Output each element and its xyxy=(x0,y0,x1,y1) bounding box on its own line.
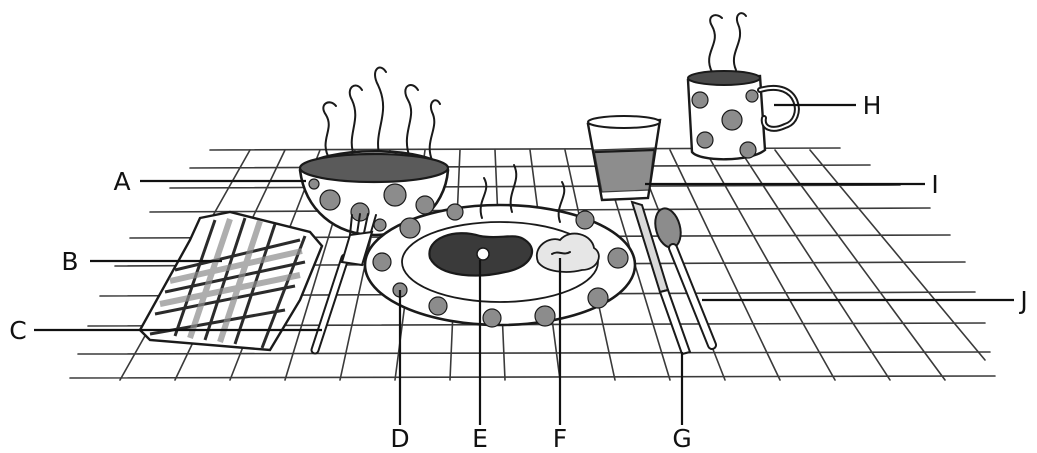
label-h: H xyxy=(863,91,882,120)
label-i: I xyxy=(931,170,938,199)
fork xyxy=(315,214,376,350)
mug xyxy=(688,13,797,159)
label-c: C xyxy=(9,316,26,345)
label-e: E xyxy=(472,424,488,453)
glass xyxy=(588,116,660,200)
label-b: B xyxy=(61,247,78,276)
steam-lines-bowl xyxy=(323,68,440,160)
label-j: J xyxy=(1018,286,1027,315)
soup-bowl xyxy=(300,68,448,235)
label-g: G xyxy=(672,424,691,453)
steam-lines-mug xyxy=(709,13,746,72)
label-f: F xyxy=(553,424,567,453)
label-d: D xyxy=(390,424,409,453)
label-a: A xyxy=(113,167,130,196)
